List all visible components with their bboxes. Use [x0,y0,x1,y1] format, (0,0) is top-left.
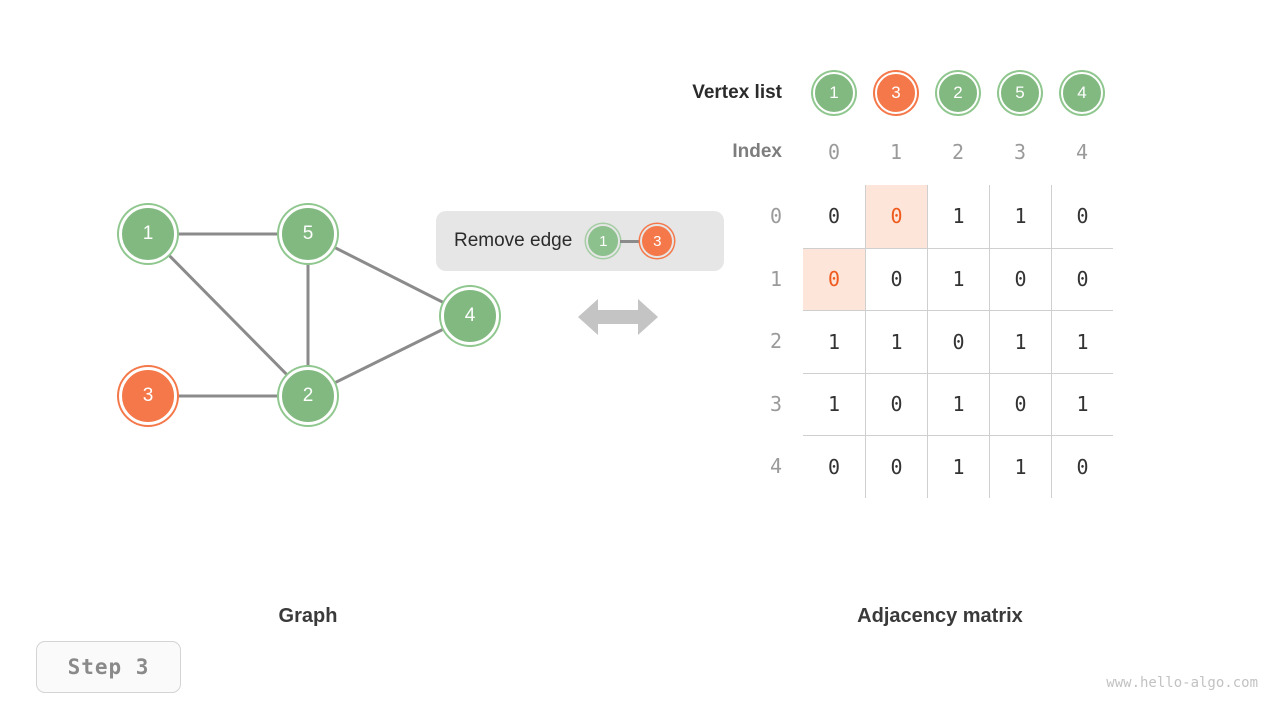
matrix-cell-0-2[interactable]: 1 [927,185,989,248]
graph-node-3[interactable]: 3 [119,367,177,425]
vertex-list-cell-1: 3 [865,72,927,114]
matrix-cell-3-1[interactable]: 0 [865,372,927,435]
matrix-cell-0-3[interactable]: 1 [989,185,1051,248]
matrix-cell-1-2[interactable]: 1 [927,247,989,310]
matrix-cell-3-4[interactable]: 1 [1051,372,1113,435]
matrix-row-label-4: 4 [769,454,782,479]
matrix-cell-2-3[interactable]: 1 [989,310,1051,373]
graph-edge [146,232,310,398]
matrix-row-label-2: 2 [769,329,782,354]
index-cell-4: 4 [1075,140,1089,164]
watermark: www.hello-algo.com [1106,675,1258,691]
matrix-cell-1-0[interactable]: 0 [803,247,865,310]
vertex-list-cell-0: 1 [803,72,865,114]
index-cell-0: 0 [827,140,841,164]
index-cells: 0 1 2 3 4 [803,140,1113,164]
caption-adjacency-matrix: Adjacency matrix [857,605,1023,627]
matrix-cell-4-4[interactable]: 0 [1051,435,1113,498]
vertex-node-1[interactable]: 1 [813,72,855,114]
matrix-cell-0-4[interactable]: 0 [1051,185,1113,248]
matrix-cell-3-0[interactable]: 1 [803,372,865,436]
operation-text: Remove edge [454,230,573,251]
matrix-cell-3-2[interactable]: 1 [927,372,989,435]
matrix-cell-1-1[interactable]: 0 [865,247,927,310]
vertex-list-cell-2: 2 [927,72,989,114]
index-cell-1: 1 [889,140,903,164]
operation-node-a: 1 [586,224,621,258]
vertex-list-label: Vertex list [692,82,782,103]
operation-edge-line [620,239,641,243]
graph-node-5[interactable]: 5 [279,205,337,263]
matrix-cell-4-3[interactable]: 1 [989,435,1051,498]
vertex-node-5[interactable]: 5 [999,72,1041,114]
operation-label-box: Remove edge 1 3 [436,211,724,271]
matrix-cell-0-0[interactable]: 0 [827,204,841,229]
vertex-node-2[interactable]: 2 [937,72,979,114]
graph-node-2[interactable]: 2 [279,367,337,425]
matrix-cell-2-0[interactable]: 1 [803,310,865,373]
index-cell-3: 3 [1013,140,1027,164]
index-row: Index 0 1 2 3 4 [640,134,1113,170]
matrix-cell-4-0[interactable]: 0 [803,435,865,498]
vertex-node-4[interactable]: 4 [1061,72,1103,114]
matrix-cell-0-1[interactable]: 0 [865,185,927,248]
vertex-list-cell-3: 5 [989,72,1051,114]
vertex-node-3[interactable]: 3 [875,72,917,114]
matrix-cell-1-4[interactable]: 0 [1051,247,1113,310]
matrix-row-label-0: 0 [769,204,782,229]
graph-node-4[interactable]: 4 [441,287,499,345]
matrix-cell-2-2[interactable]: 0 [927,310,989,373]
index-label: Index [732,141,782,162]
matrix-cell-2-4[interactable]: 1 [1051,310,1113,373]
vertex-list-cell-4: 4 [1051,72,1113,114]
matrix-row-label-3: 3 [769,391,782,416]
double-arrow-icon [578,299,658,335]
graph-node-1[interactable]: 1 [119,205,177,263]
matrix-cell-2-1[interactable]: 1 [865,310,927,373]
step-badge: Step 3 [36,641,181,693]
matrix-cell-4-2[interactable]: 1 [927,435,989,498]
caption-graph: Graph [278,605,338,627]
matrix-cell-1-3[interactable]: 0 [989,247,1051,310]
index-cell-2: 2 [951,140,965,164]
operation-edge-preview: 1 3 [586,224,675,258]
matrix-row-label-1: 1 [769,266,782,291]
matrix-cell-4-1[interactable]: 0 [865,435,927,498]
matrix-cell-3-3[interactable]: 0 [989,372,1051,435]
operation-node-b: 3 [640,224,675,258]
